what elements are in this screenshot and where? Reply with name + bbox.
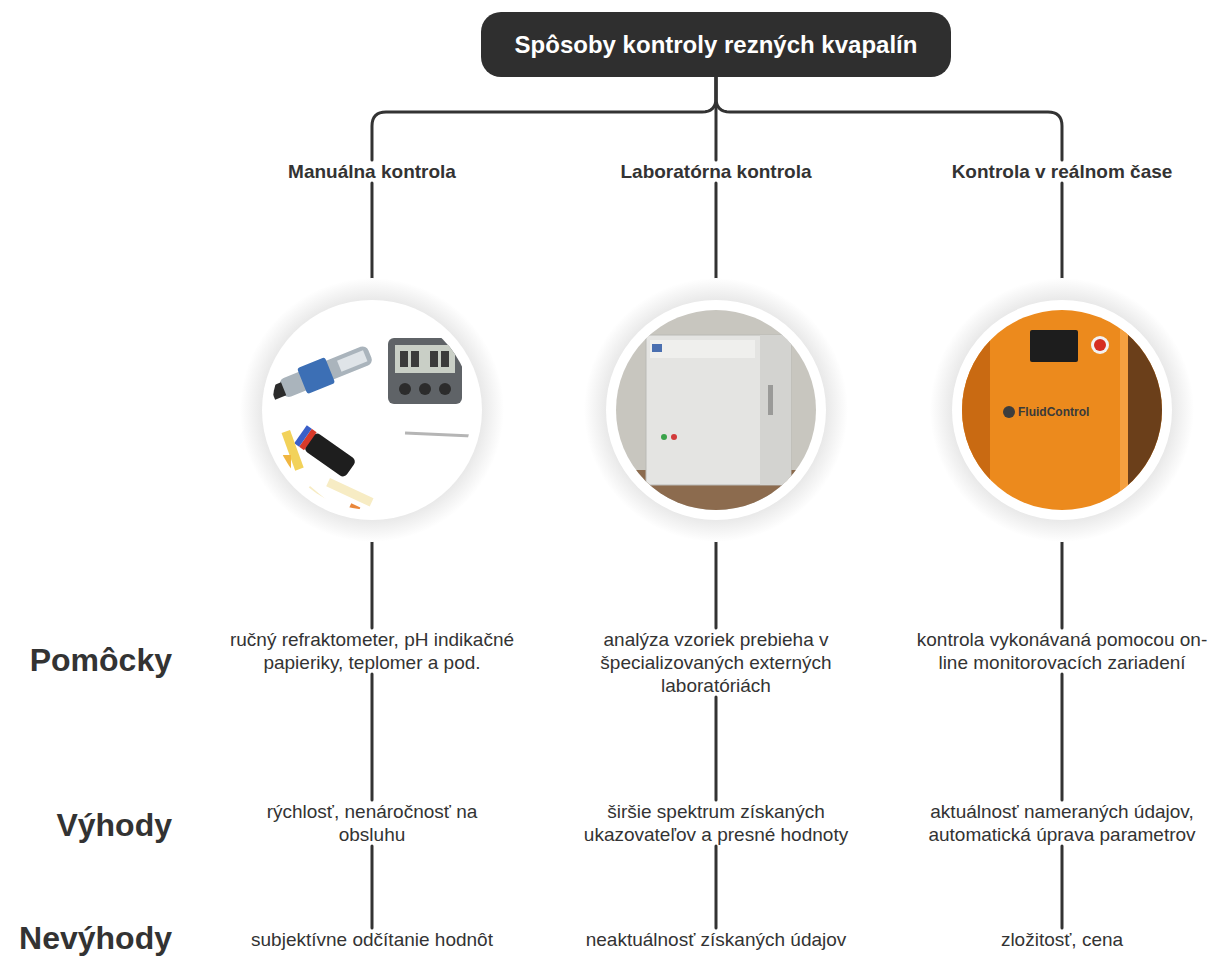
tree-connector [371,674,374,800]
monitoring-unit-photo [962,310,1162,510]
logo-text: FluidControl [1018,405,1089,419]
table-cell: kontrola vykonávaná pomocou on-line moni… [912,628,1212,674]
ph-strip-field [327,505,340,518]
display-digit [430,351,438,367]
refractometer-body [278,345,374,399]
analyser-top-band [650,340,755,358]
cell-text: rýchlosť, nenáročnosť na obsluhu [247,800,497,846]
table-cell: širšie spektrum získaných ukazovateľov a… [566,800,866,846]
column-heading: Manuálna kontrola [288,160,456,183]
tree-connector [1061,846,1064,928]
cell-text: aktuálnosť nameraných údajov, automatick… [907,800,1217,846]
analyser-side-panel [760,335,791,485]
thermometer-button [399,383,411,395]
photo-frame [952,300,1172,520]
ph-strip [304,486,347,524]
table-cell: neaktuálnosť získaných údajov [566,928,866,951]
thermometer-button [439,383,451,395]
refractometer-prism [337,350,367,372]
unit-cabinet [962,310,1162,510]
table-cell: aktuálnosť nameraných údajov, automatick… [907,800,1217,846]
ph-strip [282,430,304,471]
analyser-led [661,434,667,440]
table-cell: zložitosť, cena [912,928,1212,951]
photo-frame [606,300,826,520]
photo-wall [616,310,816,510]
laboratory-photo [616,310,816,510]
photo-halo [584,278,848,542]
display-digit [411,351,419,367]
column-header: Kontrola v reálnom čase [952,160,1173,183]
cabinet-gap [1128,310,1162,510]
refractometer-eyepiece [270,382,286,399]
column-heading: Kontrola v reálnom čase [952,160,1173,183]
unit-screen [1030,330,1078,362]
title-box: Spôsoby kontroly rezných kvapalín [481,12,952,77]
tree-connector [715,697,718,800]
button-ring [1091,336,1109,354]
tree-connector [716,77,1062,160]
table-cell: ručný refraktometer, pH indikačné papier… [217,628,527,674]
column-header: Manuálna kontrola [288,160,456,183]
cabinet-shadow [962,310,990,510]
thermometer-button [419,383,431,395]
analyser-body [646,335,791,485]
cell-text: zložitosť, cena [912,928,1212,951]
ph-strip [282,455,291,485]
thermometer-display [395,345,455,373]
photo-frame [262,300,482,520]
ph-strip [326,478,373,506]
tree-connector [372,77,716,160]
column-heading: Laboratórna kontrola [620,160,811,183]
thermometer-body [388,338,462,404]
ph-paper-dispenser [294,425,357,478]
row-label: Výhody [0,807,172,843]
cell-text: kontrola vykonávaná pomocou on-line moni… [912,628,1212,674]
ph-strip-field [347,503,360,515]
thermometer-probe [405,433,472,436]
photo-halo [240,278,504,542]
cell-text: subjektívne odčítanie hodnôt [222,928,522,951]
photo-halo [930,278,1194,542]
tree-connector [715,846,718,928]
logo-icon [1003,406,1015,418]
tree-connector [371,846,374,928]
cell-text: ručný refraktometer, pH indikačné papier… [217,628,527,674]
analyser-handle [768,385,773,415]
refractometer [267,341,375,406]
photo-ground [272,310,472,510]
cell-text: širšie spektrum získaných ukazovateľov a… [566,800,866,846]
cell-text: analýza vzoriek prebieha v špecializovan… [566,628,866,697]
analyser-sticker [652,344,662,352]
display-digit [400,351,408,367]
table-cell: rýchlosť, nenáročnosť na obsluhu [247,800,497,846]
cabinet-door-edge [1120,310,1128,510]
ph-strips [282,430,374,524]
table-cell: subjektívne odčítanie hodnôt [222,928,522,951]
row-label: Pomôcky [0,642,172,678]
row-label: Nevýhody [0,920,172,956]
manual-tools-photo [267,310,472,524]
title-text: Spôsoby kontroly rezných kvapalín [515,12,918,77]
column-header: Laboratórna kontrola [620,160,811,183]
refractometer-grip [297,357,335,394]
analyser-led [671,434,677,440]
cell-text: neaktuálnosť získaných údajov [566,928,866,951]
stop-button [1094,339,1106,351]
dispenser-ring [294,425,312,446]
tree-connector [1061,674,1064,800]
display-digit [441,351,449,367]
table-cell: analýza vzoriek prebieha v špecializovan… [566,628,866,697]
